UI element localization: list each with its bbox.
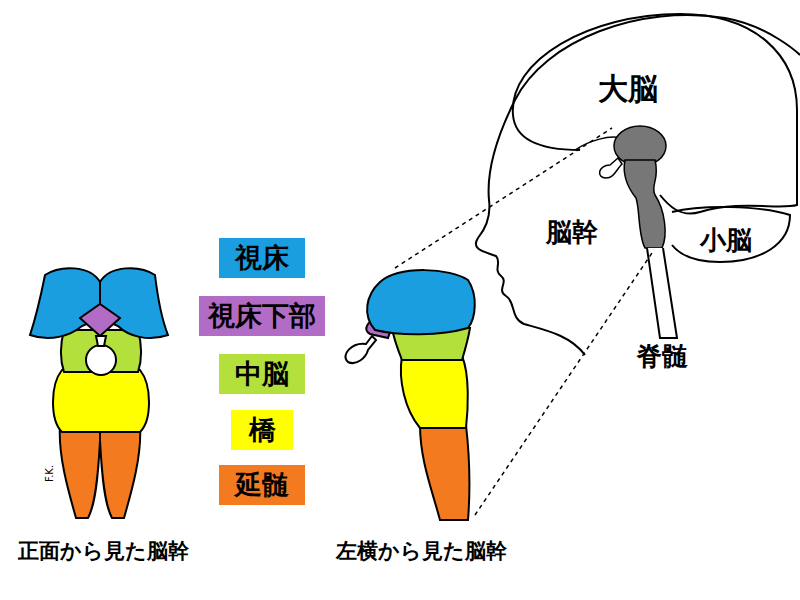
spinal-cord (647, 248, 677, 338)
view-caption: 左横から見た脳幹 (336, 540, 507, 563)
legend-text: 延髄 (235, 469, 289, 500)
hypothalamus-white (600, 158, 622, 178)
legend-swatch: 視床下部 (199, 296, 325, 336)
front-brainstem (30, 268, 168, 518)
legend-swatch: 視床 (219, 238, 305, 278)
legend-text: 中脳 (235, 358, 289, 389)
legend-swatch: 中脳 (219, 354, 305, 394)
view-caption: 正面から見た脳幹 (18, 540, 189, 563)
legend-swatch: 延髄 (219, 465, 305, 505)
legend-text: 視床下部 (208, 300, 316, 331)
part-name: 大脳 (598, 72, 658, 105)
part-name: 脳幹 (546, 218, 598, 247)
side-brainstem (345, 270, 474, 520)
part-name: 脊髄 (636, 342, 688, 371)
guide-line (395, 128, 612, 268)
guide-line (475, 250, 654, 515)
cerebrum-inner-line (575, 137, 620, 150)
signature: F.K. (44, 465, 55, 482)
legend-text: 視床 (235, 242, 289, 273)
part-name: 小脳 (700, 226, 752, 255)
cerebellum-outline (672, 207, 790, 262)
legend-text: 橋 (249, 414, 276, 445)
legend-swatch: 橋 (231, 410, 293, 450)
brainstem-grey (624, 160, 665, 248)
